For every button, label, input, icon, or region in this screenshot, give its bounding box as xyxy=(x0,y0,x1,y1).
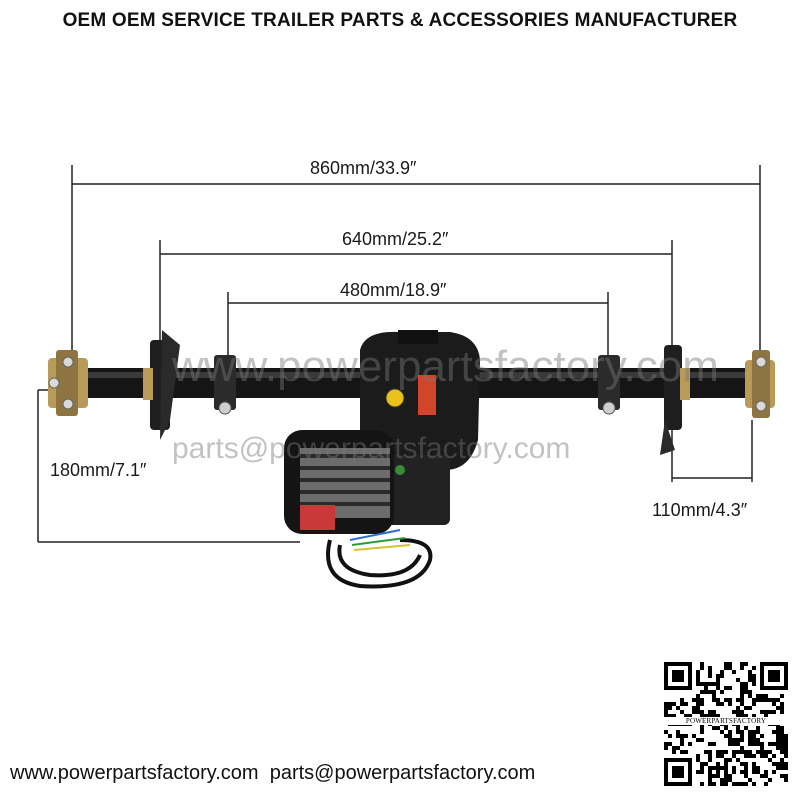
right-mount-bracket xyxy=(598,355,620,410)
left-brake-plate xyxy=(143,330,180,440)
qr-label: POWERPARTSFACTORY xyxy=(664,717,788,725)
watermark-email: parts@powerpartsfactory.com xyxy=(172,432,571,465)
footer-website-link[interactable]: www.powerpartsfactory.com xyxy=(10,762,259,784)
electric-rear-axle-motor-icon xyxy=(48,330,775,589)
dimension-label-mount: 480mm/18.9″ xyxy=(338,280,449,301)
footer-contact: www.powerpartsfactory.com parts@powerpar… xyxy=(10,762,535,785)
right-wheel-hub xyxy=(745,350,775,418)
left-mount-bracket xyxy=(214,355,236,410)
left-wheel-hub xyxy=(48,350,88,416)
dimension-label-drop: 180mm/7.1″ xyxy=(48,460,149,481)
dimension-label-hub: 640mm/25.2″ xyxy=(340,229,451,250)
page-title: OEM OEM SERVICE TRAILER PARTS & ACCESSOR… xyxy=(62,10,738,31)
dimension-label-hubwidth: 110mm/4.3″ xyxy=(650,500,750,521)
dimension-label-overall: 860mm/33.9″ xyxy=(308,158,419,179)
watermark-site: www.powerpartsfactory.com xyxy=(172,342,719,391)
footer-email-link[interactable]: parts@powerpartsfactory.com xyxy=(269,762,536,784)
right-brake-plate xyxy=(660,345,690,455)
electric-motor xyxy=(284,430,394,534)
gearbox-housing xyxy=(359,330,480,525)
motor-wiring xyxy=(326,538,433,589)
